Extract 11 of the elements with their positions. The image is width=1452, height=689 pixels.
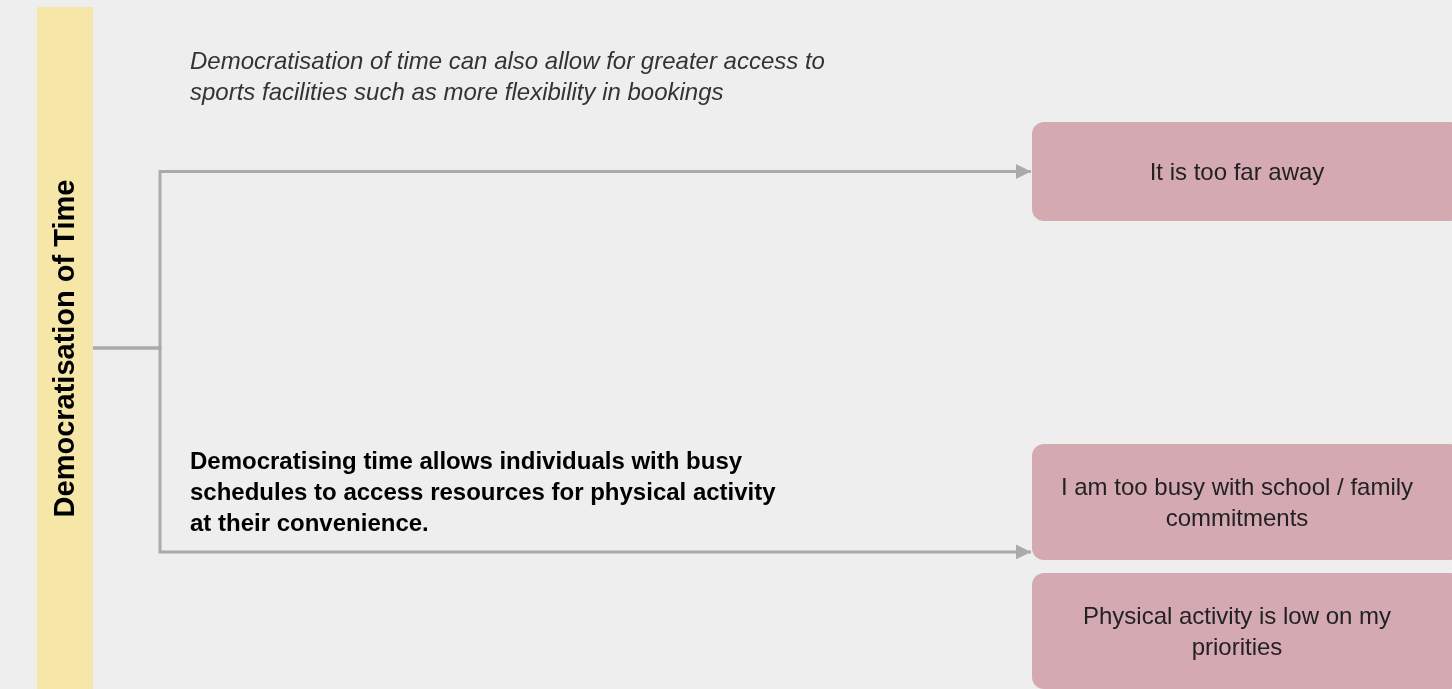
connector-arrow bbox=[93, 346, 1031, 560]
barrier-text: I am too busy with school / family commitments bbox=[1059, 472, 1415, 533]
edge-label: Democratisation of time can also allow for greater access to sports facilities such as more flexibility in bookings bbox=[190, 46, 826, 107]
edge-label: Democratising time allows individuals with busy schedules to access resources for physical activity at their convenience. bbox=[190, 446, 777, 538]
category-bar bbox=[37, 7, 93, 689]
barrier-card bbox=[1032, 444, 1452, 560]
barrier-card bbox=[1032, 573, 1452, 689]
barrier-text: Physical activity is low on my priorities bbox=[1081, 601, 1393, 662]
barrier-card bbox=[1032, 122, 1452, 221]
barrier-text: It is too far away bbox=[1148, 157, 1326, 187]
category-title: Democratisation of Time bbox=[48, 179, 82, 517]
